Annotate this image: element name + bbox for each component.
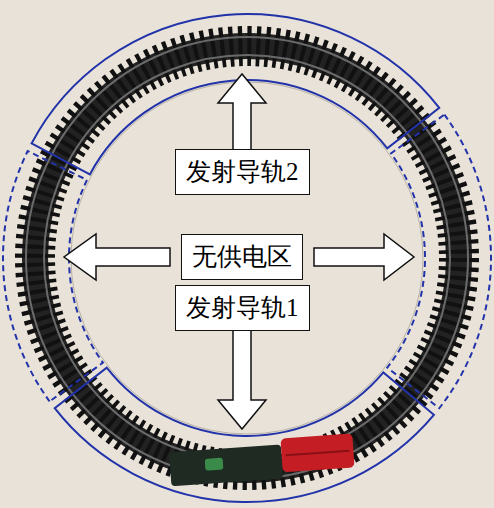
label-box: 发射导轨2 [175, 149, 310, 195]
label-text: 无供电区 [192, 238, 292, 276]
block-arrow [218, 326, 266, 429]
label-box: 发射导轨1 [175, 285, 310, 331]
rail [44, 55, 450, 461]
block-arrow [64, 234, 170, 280]
label-text: 发射导轨1 [186, 289, 299, 327]
track-bed [35, 46, 459, 470]
wagon-detail [286, 451, 350, 455]
unpowered-zone-outline [3, 151, 103, 401]
rail [26, 37, 468, 479]
arrows [64, 74, 414, 429]
track [26, 37, 468, 479]
label-text: 发射导轨2 [186, 153, 299, 191]
train [169, 433, 355, 486]
locomotive [169, 445, 283, 487]
track-ties [35, 46, 459, 470]
label-box: 无供电区 [181, 234, 303, 280]
locomotive-detail [205, 458, 224, 471]
block-arrow [314, 234, 414, 280]
block-arrow [218, 74, 266, 152]
zones [3, 14, 491, 502]
wagon [280, 433, 354, 472]
